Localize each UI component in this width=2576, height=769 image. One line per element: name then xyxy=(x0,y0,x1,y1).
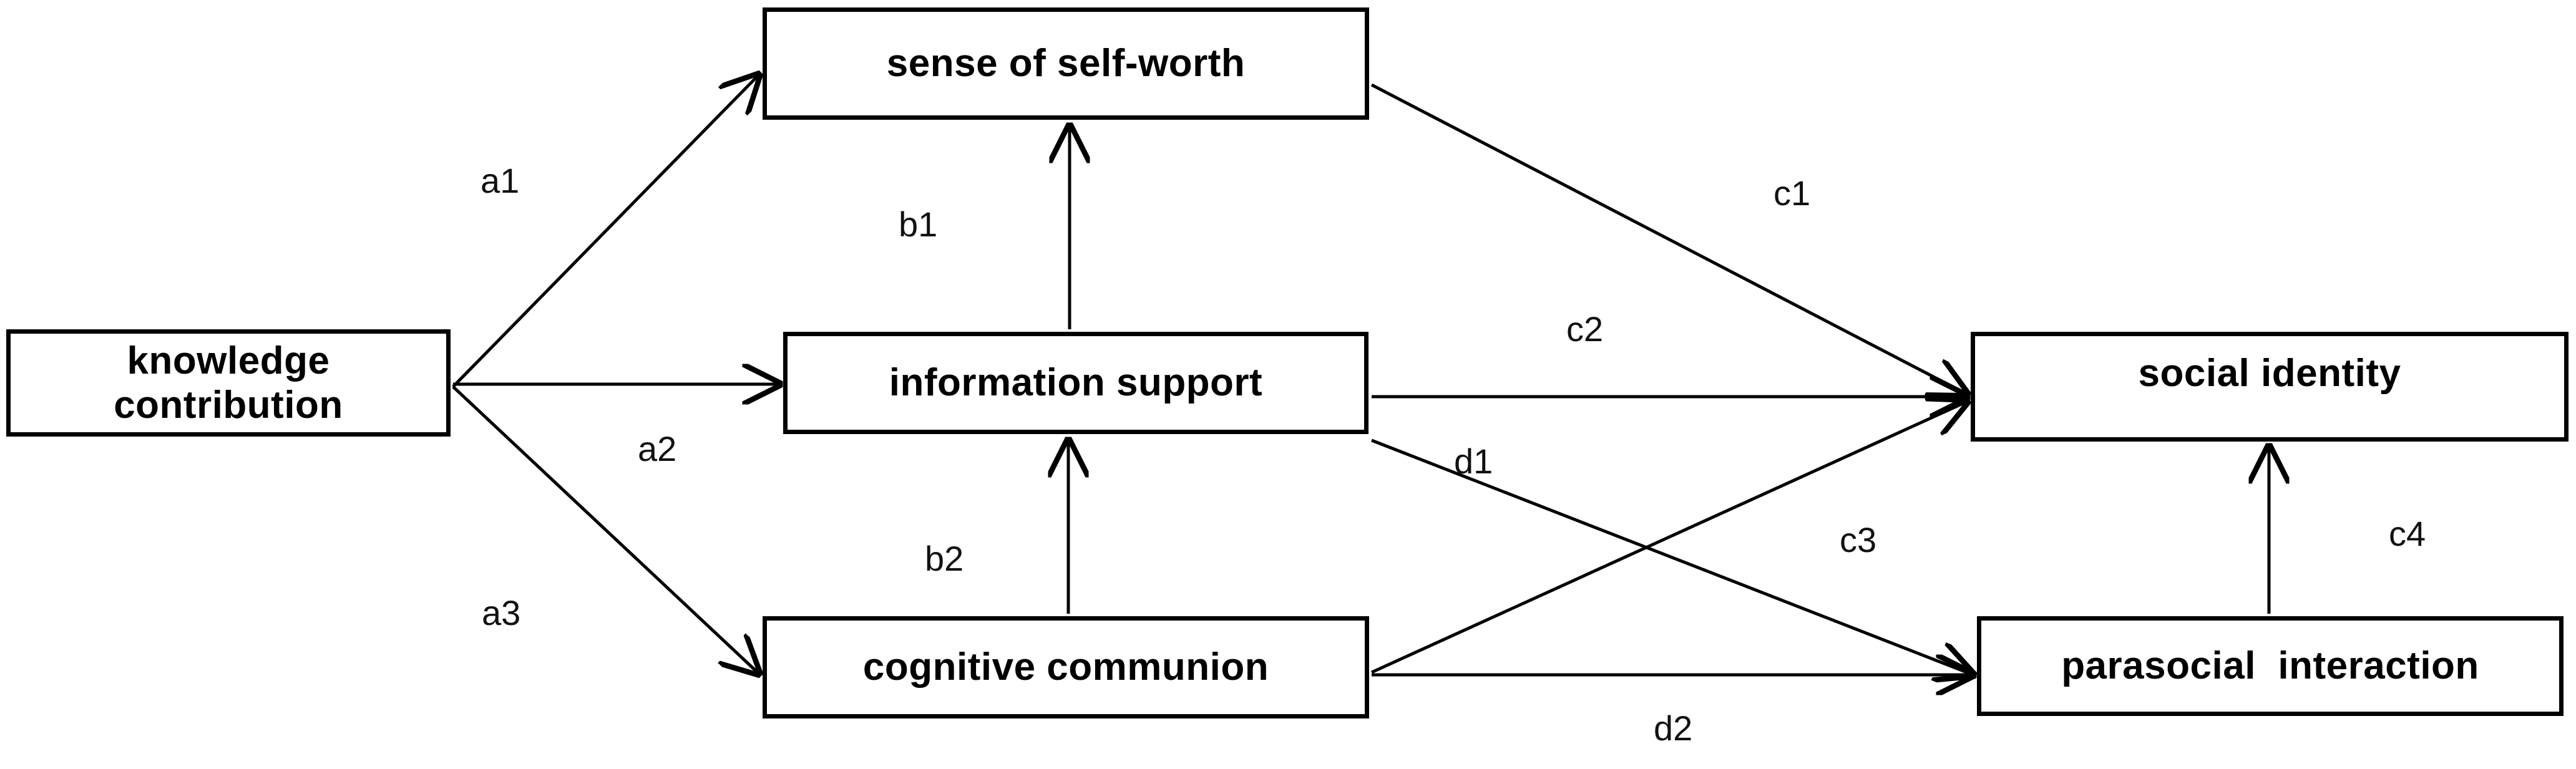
path-line-a1 xyxy=(452,75,759,388)
path-line-c1 xyxy=(1370,83,1967,394)
node-label-information-support: information support xyxy=(889,361,1263,405)
node-label-cognitive-communion: cognitive communion xyxy=(862,646,1269,689)
path-label-b1: b1 xyxy=(899,205,938,244)
node-label-knowledge-contribution: knowledge contribution xyxy=(114,339,343,427)
path-label-a2: a2 xyxy=(638,429,677,468)
node-label-social-identity: social identity xyxy=(2138,352,2401,395)
node-sense-of-self-worth[interactable]: sense of self-worth xyxy=(763,7,1369,120)
path-line-c3 xyxy=(1370,402,1967,674)
path-label-c1: c1 xyxy=(1773,173,1811,213)
path-label-d1: d1 xyxy=(1454,442,1493,481)
path-label-c4: c4 xyxy=(2389,514,2426,553)
node-parasocial-interaction[interactable]: parasocial interaction xyxy=(1977,616,2564,716)
path-label-a3: a3 xyxy=(482,593,521,632)
node-cognitive-communion[interactable]: cognitive communion xyxy=(763,616,1369,718)
node-label-sense-of-self-worth: sense of self-worth xyxy=(886,42,1246,85)
node-social-identity[interactable]: social identity xyxy=(1971,332,2569,442)
path-label-a1: a1 xyxy=(481,161,520,200)
path-line-d1 xyxy=(1371,438,1973,675)
node-label-parasocial-interaction: parasocial interaction xyxy=(2061,644,2479,688)
node-information-support[interactable]: information support xyxy=(783,332,1368,434)
path-label-d2: d2 xyxy=(1654,709,1693,748)
path-label-c3: c3 xyxy=(1840,520,1877,559)
path-label-c2: c2 xyxy=(1566,309,1604,349)
path-line-a3 xyxy=(452,385,759,674)
path-label-b2: b2 xyxy=(925,539,964,578)
node-knowledge-contribution[interactable]: knowledge contribution xyxy=(6,329,451,437)
